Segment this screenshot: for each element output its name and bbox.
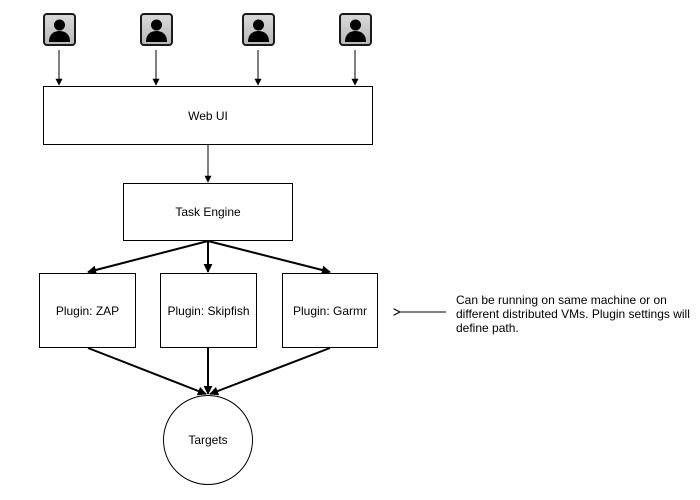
user-icon bbox=[49, 19, 70, 42]
user-4 bbox=[339, 13, 372, 46]
user-icon bbox=[146, 19, 167, 42]
node-plugin-zap-label: Plugin: ZAP bbox=[55, 303, 120, 318]
edge-task-engine-plugin-garmr bbox=[207, 240, 331, 275]
node-web-ui: Web UI bbox=[43, 86, 373, 145]
node-plugin-zap: Plugin: ZAP bbox=[39, 273, 136, 348]
node-targets-label: Targets bbox=[188, 433, 228, 447]
edge-plugin-zap-targets bbox=[87, 347, 207, 396]
user-icon bbox=[248, 19, 269, 42]
edge-plugin-garmr-targets bbox=[209, 347, 331, 396]
node-plugin-garmr: Plugin: Garmr bbox=[282, 273, 378, 348]
user-icon bbox=[345, 19, 366, 42]
user-2 bbox=[140, 13, 173, 46]
node-targets: Targets bbox=[163, 395, 253, 485]
user-1 bbox=[43, 13, 76, 46]
node-plugin-skipfish-label: Plugin: Skipfish bbox=[167, 303, 250, 318]
deployment-note: Can be running on same machine or on dif… bbox=[456, 293, 690, 335]
user-3 bbox=[242, 13, 275, 46]
node-task-engine-label: Task Engine bbox=[175, 205, 241, 219]
edge-task-engine-plugin-zap bbox=[87, 240, 209, 275]
node-task-engine: Task Engine bbox=[123, 183, 293, 241]
node-web-ui-label: Web UI bbox=[188, 108, 228, 123]
node-plugin-skipfish: Plugin: Skipfish bbox=[160, 273, 257, 348]
node-plugin-garmr-label: Plugin: Garmr bbox=[292, 303, 368, 318]
